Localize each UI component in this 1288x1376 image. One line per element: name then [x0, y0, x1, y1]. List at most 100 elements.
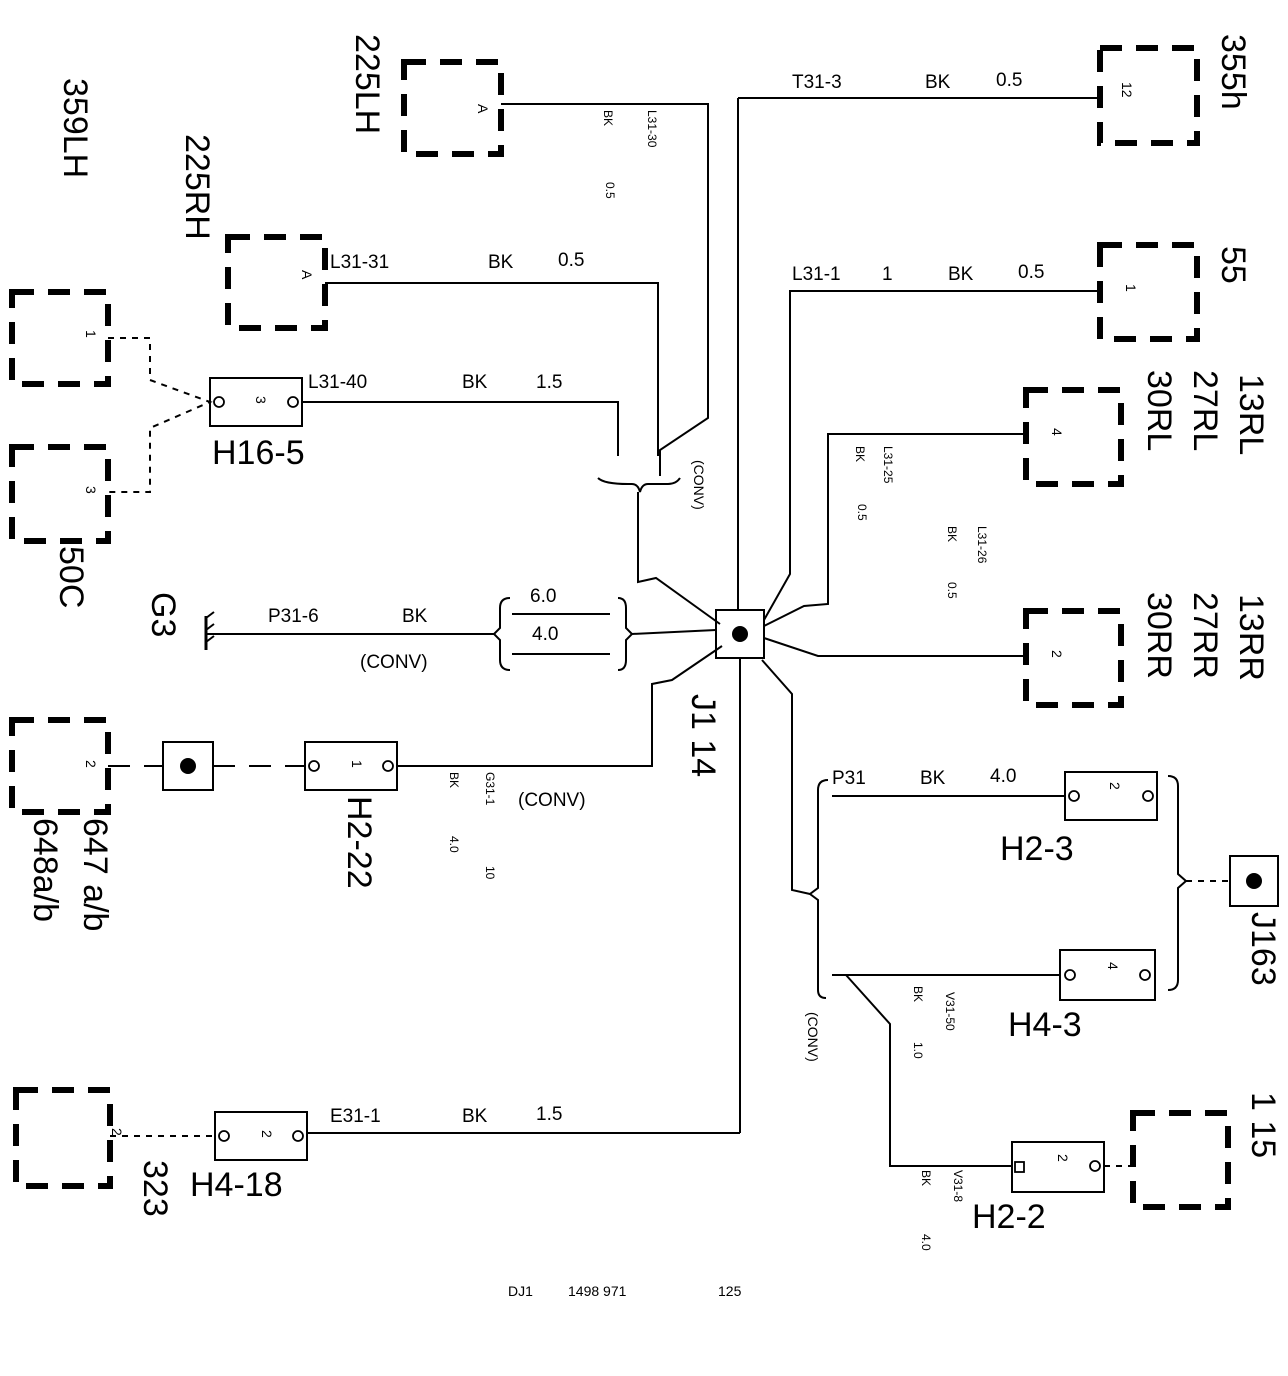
wire-label-g31-1-num: 10 — [483, 866, 497, 880]
wire-label-l31-31-color: BK — [488, 252, 514, 273]
label-g3: G3 — [144, 592, 182, 637]
wire-label-l31-25: L31-25 — [881, 446, 895, 484]
wire-label-g31-1-conv: (CONV) — [518, 790, 586, 811]
connector-h2-2: 2 — [1011, 1141, 1105, 1193]
wire-label-l31-40-size: 1.5 — [536, 372, 562, 393]
label-j1-14: J1 14 — [684, 694, 722, 777]
wire-label-v31-50-size: 1.0 — [911, 1042, 925, 1059]
wire-label-v31-50: V31-50 — [943, 992, 957, 1031]
wire-label-v31-8: V31-8 — [951, 1170, 965, 1202]
label-647: 647 a/b — [76, 818, 114, 931]
label-50c: 50C — [52, 546, 90, 608]
label-648: 648a/b — [26, 818, 64, 922]
pin-label-13rr: 2 — [1049, 650, 1065, 658]
connector-h4-3: 4 — [1059, 949, 1156, 1001]
wire-lower-right — [761, 659, 811, 895]
box-323 — [13, 1087, 113, 1189]
box-13rr — [1023, 608, 1124, 708]
label-h4-18: H4-18 — [190, 1166, 283, 1204]
box-647 — [9, 717, 111, 815]
wire-label-l31-30-color: BK — [601, 110, 615, 126]
wire-label-e31-1-color: BK — [462, 1106, 488, 1127]
label-13rr: 13RR — [1232, 594, 1270, 681]
wire-label-g3-6: 6.0 — [530, 586, 556, 607]
wire-label-t31-3-size: 0.5 — [996, 70, 1022, 91]
wire-l31-1 — [763, 290, 1100, 621]
wire-label-t31-3-color: BK — [925, 72, 951, 93]
label-359lh: 359LH — [56, 78, 94, 178]
box-115 — [1130, 1110, 1231, 1210]
wire-label-p31-size: 4.0 — [990, 766, 1016, 787]
wire-label-p31: P31 — [832, 768, 866, 789]
label-323: 323 — [136, 1160, 174, 1217]
wire-label-conv-lower: (CONV) — [805, 1012, 821, 1062]
label-27rr: 27RR — [1186, 592, 1224, 679]
wire-g3-to-splice — [631, 629, 717, 635]
connector-h2-22: 1 — [304, 741, 398, 791]
box-359lh-3 — [9, 444, 111, 544]
wire-label-e31-1-size: 1.5 — [536, 1104, 562, 1125]
label-h2-3: H2-3 — [1000, 830, 1074, 868]
label-j163: J163 — [1244, 912, 1282, 986]
box-225lh — [401, 59, 504, 157]
splice-j163 — [1229, 855, 1279, 907]
box-13rl — [1023, 387, 1124, 487]
footer-code: DJ1 — [508, 1283, 533, 1299]
bracket-lower-right — [808, 779, 829, 999]
wire-label-l31-1: L31-1 — [792, 264, 841, 285]
wire-label-p31-6-conv: (CONV) — [360, 652, 428, 673]
wire-label-l31-30-size: 0.5 — [603, 182, 617, 199]
wire-label-l31-40-color: BK — [462, 372, 488, 393]
pin-label-647: 2 — [83, 760, 99, 768]
wire-trunk — [737, 98, 741, 1133]
wire-label-g3-4: 4.0 — [532, 624, 558, 645]
ground-g3-icon — [204, 611, 215, 650]
wire-label-p31-color: BK — [920, 768, 946, 789]
wire-l31-25 — [763, 433, 1026, 627]
box-355h — [1097, 45, 1200, 146]
pin-label-13rl: 4 — [1049, 428, 1065, 436]
svg-text:4: 4 — [1105, 962, 1121, 970]
wire-label-g31-1: G31-1 — [483, 772, 497, 806]
label-355h: 355h — [1214, 34, 1252, 110]
wire-label-l31-26-color: BK — [945, 526, 959, 542]
wire-l31-30 — [501, 103, 709, 476]
splice-h2-22 — [162, 741, 214, 791]
label-225lh: 225LH — [348, 34, 386, 134]
wire-label-l31-1-color: BK — [948, 264, 974, 285]
wire-l31-31 — [325, 282, 659, 456]
connector-h4-18: 2 — [214, 1111, 308, 1161]
wire-conv-top-down — [637, 492, 721, 625]
box-55 — [1097, 242, 1200, 342]
conv-bracket-top — [597, 477, 681, 493]
label-30rl: 30RL — [1140, 370, 1178, 451]
label-115: 1 15 — [1244, 1092, 1282, 1158]
wire-label-l31-25-color: BK — [853, 446, 867, 462]
svg-text:3: 3 — [253, 396, 269, 404]
wire-label-g31-1-size: 4.0 — [447, 836, 461, 853]
wire-label-l31-1-num: 1 — [882, 264, 893, 285]
svg-text:2: 2 — [1107, 782, 1123, 790]
wire-label-l31-30: L31-30 — [645, 110, 659, 148]
dash-359lh-h16-5 — [108, 337, 213, 493]
wire-l31-26 — [763, 637, 1026, 657]
connector-h16-5: 3 — [209, 377, 303, 427]
bracket-g3-left — [492, 597, 511, 671]
wire-label-e31-1: E31-1 — [330, 1106, 381, 1127]
pin-label-355h: 12 — [1119, 82, 1135, 98]
wire-v31-50 — [845, 974, 1012, 1167]
wire-label-p31-6: P31-6 — [268, 606, 319, 627]
wire-label-p31-6-color: BK — [402, 606, 428, 627]
svg-text:1: 1 — [349, 760, 365, 768]
footer-page: 125 — [718, 1283, 742, 1299]
label-225rh: 225RH — [178, 134, 216, 240]
wire-label-v31-50-color: BK — [911, 986, 925, 1002]
pin-label-323: 2 — [109, 1128, 125, 1136]
wire-label-l31-31: L31-31 — [330, 252, 389, 273]
wire-label-l31-31-size: 0.5 — [558, 250, 584, 271]
box-225rh — [225, 234, 328, 331]
wire-l31-40 — [302, 401, 619, 456]
pin-label-359lh-1: 1 — [83, 330, 99, 338]
footer-number: 1498 971 — [568, 1283, 627, 1299]
pin-label-55: 1 — [1123, 284, 1139, 292]
